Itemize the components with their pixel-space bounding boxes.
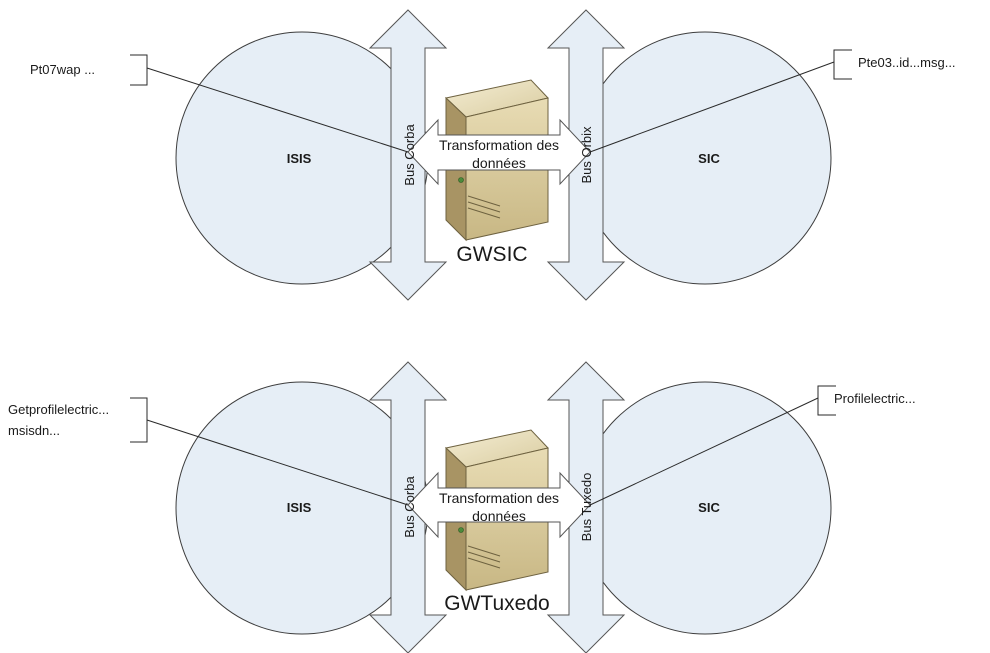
left-bus-label: Bus Corba: [402, 124, 417, 186]
gateway-label: GWSIC: [456, 243, 527, 266]
transform-label-line1: Transformation des: [439, 490, 559, 506]
right-bus-label: Bus Tuxedo: [579, 473, 594, 542]
right-callout-leader: [589, 397, 819, 506]
right-callout-leader: [589, 61, 835, 153]
left-bus-label: Bus Corba: [402, 476, 417, 538]
left-bus-arrow: [368, 9, 448, 301]
left-callout-text-line1: Getprofilelectric...: [8, 402, 109, 417]
right-callout-text: Profilelectric...: [834, 391, 916, 406]
left-system-label: ISIS: [287, 151, 312, 166]
gateway-label: GWTuxedo: [444, 592, 549, 615]
right-bus-label: Bus Orbix: [579, 126, 594, 184]
transform-label-line2: données: [472, 508, 526, 524]
left-callout-bracket: [130, 397, 148, 443]
left-callout-leader: [146, 419, 409, 506]
left-system-label: ISIS: [287, 500, 312, 515]
bottom-diagram: Bus Corba Bus Tuxedo Transformation des …: [8, 361, 916, 653]
left-bus-arrow: [368, 361, 448, 653]
left-callout-leader: [146, 67, 409, 153]
right-callout-text: Pte03..id...msg...: [858, 55, 956, 70]
transform-label-line1: Transformation des: [439, 137, 559, 153]
right-system-label: SIC: [698, 151, 720, 166]
left-callout-bracket: [130, 54, 148, 86]
right-callout-bracket: [833, 49, 852, 80]
left-callout-text: Pt07wap ...: [30, 62, 95, 77]
right-system-label: SIC: [698, 500, 720, 515]
right-callout-bracket: [817, 385, 836, 416]
transform-label-line2: données: [472, 155, 526, 171]
top-diagram: Bus Corba Bus Orbix Transformation des d…: [30, 9, 956, 301]
left-callout-text-line2: msisdn...: [8, 423, 60, 438]
